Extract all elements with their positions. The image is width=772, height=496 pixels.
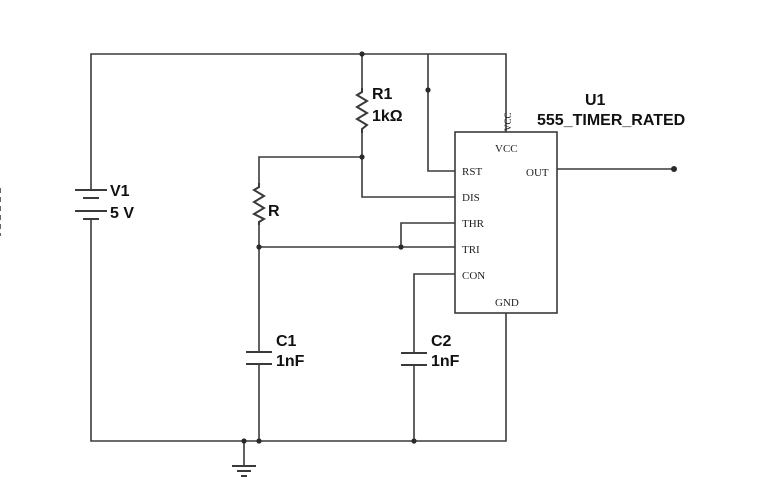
pin-dis-label: DIS xyxy=(462,192,480,204)
con-wire xyxy=(413,273,455,352)
c1-value-label: 1nF xyxy=(276,353,305,370)
u1-ref-label: U1 xyxy=(585,92,606,109)
dis-wire xyxy=(361,133,455,198)
pin-vcc-label: VCC xyxy=(495,143,518,155)
junction-dot xyxy=(411,438,417,444)
c1-ref-label: C1 xyxy=(276,333,297,350)
resistor-r1-symbol xyxy=(355,88,369,133)
output-terminal-dot xyxy=(671,166,677,172)
c2-ref-label: C2 xyxy=(431,333,452,350)
pin-gnd-label: GND xyxy=(495,297,519,309)
capacitor-c2-symbol xyxy=(401,352,427,367)
r-ref-label: R xyxy=(268,203,280,220)
junction-dot xyxy=(241,438,247,444)
top-rail-wire xyxy=(90,53,507,183)
pin-tri-label: TRI xyxy=(462,244,480,256)
pin-vcc-vertical-label: VCC xyxy=(503,112,513,131)
v1-ref-label: V1 xyxy=(110,183,130,200)
pin-rst-label: RST xyxy=(462,166,482,178)
junction-dot xyxy=(359,154,365,160)
r1-value-label: 1kΩ xyxy=(372,108,403,125)
v1-value-label: 5 V xyxy=(110,205,134,222)
junction-dot xyxy=(359,51,365,57)
pin-thr-label: THR xyxy=(462,218,485,230)
ground-icon xyxy=(232,465,256,477)
capacitor-c1-symbol xyxy=(246,350,272,366)
rst-wire xyxy=(427,54,455,172)
ic-555-body xyxy=(454,131,558,314)
thr-wire xyxy=(400,222,455,247)
r1-ref-label: R1 xyxy=(372,86,393,103)
pin-out-label: OUT xyxy=(526,167,549,179)
bottom-rail-wire xyxy=(90,226,507,442)
battery-v1-symbol xyxy=(75,183,107,226)
junction-dot xyxy=(256,244,262,250)
junction-dot xyxy=(398,244,404,250)
c2-value-label: 1nF xyxy=(431,353,460,370)
junction-dot xyxy=(425,87,431,93)
r-top-wire xyxy=(258,156,362,183)
junctions xyxy=(241,51,677,444)
resistor-r-symbol xyxy=(251,183,267,225)
pin-con-label: CON xyxy=(462,270,485,282)
junction-dot xyxy=(256,438,262,444)
u1-part-label: 555_TIMER_RATED xyxy=(537,112,685,129)
